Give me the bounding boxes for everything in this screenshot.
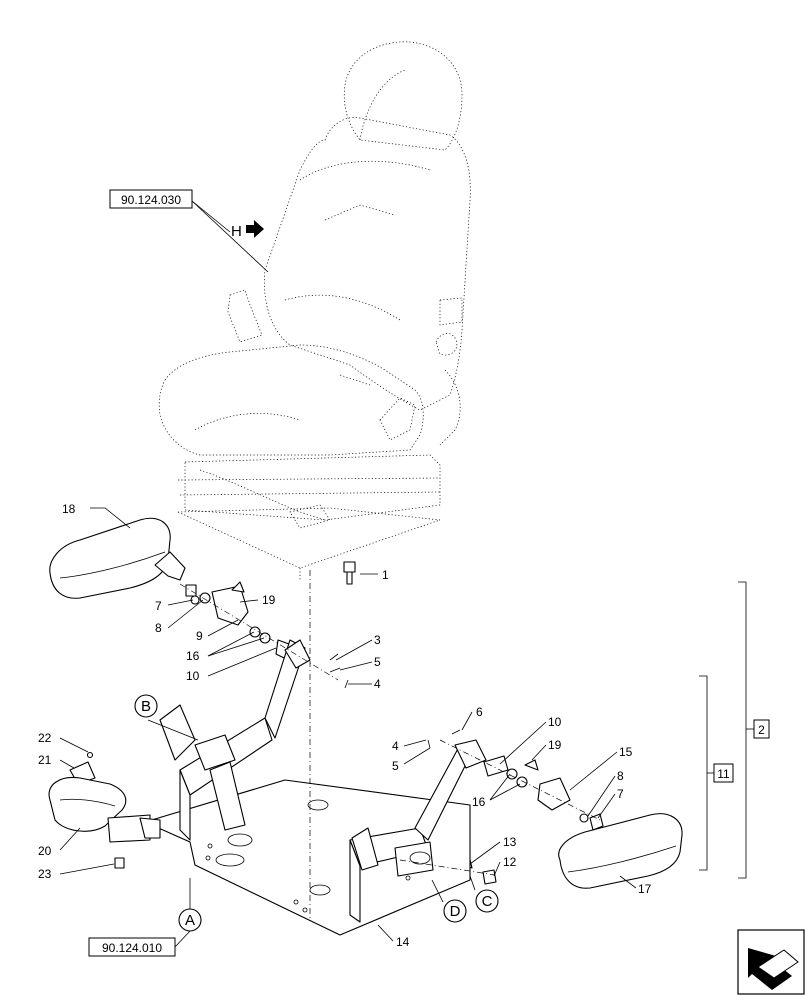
callout-8b: 8 <box>617 769 624 783</box>
callout-9: 9 <box>196 629 203 643</box>
callout-14: 14 <box>396 935 410 949</box>
callout-13: 13 <box>503 835 517 849</box>
circle-marker-c-label: C <box>482 893 493 910</box>
seat-frame <box>144 639 487 936</box>
callout-4b: 4 <box>392 739 399 753</box>
centerline-bottom <box>399 859 496 876</box>
view-arrow-icon <box>246 220 264 238</box>
callout-1: 1 <box>382 568 389 582</box>
callout-20: 20 <box>38 844 52 858</box>
callout-23: 23 <box>38 867 52 881</box>
centerline-left <box>179 583 339 681</box>
callout-21: 21 <box>38 753 52 767</box>
callout-8a: 8 <box>155 621 162 635</box>
callout-17: 17 <box>638 882 652 896</box>
group-label-inner: 11 <box>717 767 730 781</box>
callout-16a: 16 <box>186 649 200 663</box>
armrest-left <box>49 517 197 599</box>
circle-marker-a-label: A <box>185 912 195 929</box>
circle-marker-d[interactable]: D <box>443 899 467 923</box>
armrest-right <box>558 813 683 889</box>
circle-marker-b-label: B <box>141 698 151 715</box>
seat-reference[interactable]: 90.124.030 <box>109 189 193 209</box>
callout-12: 12 <box>503 855 517 869</box>
callout-10b: 10 <box>548 715 562 729</box>
callout-5a: 5 <box>374 655 381 669</box>
circle-marker-d-label: D <box>450 903 461 920</box>
circle-marker-b[interactable]: B <box>134 694 158 718</box>
callout-3: 3 <box>374 633 381 647</box>
group-bracket-inner: 11 <box>699 675 734 871</box>
callout-19a: 19 <box>262 593 276 607</box>
seat-reference-label: 90.124.030 <box>121 193 181 207</box>
group-bracket-outer: 2 <box>738 581 770 879</box>
callout-18: 18 <box>62 502 76 516</box>
callout-5b: 5 <box>392 759 399 773</box>
group-label-outer: 2 <box>758 723 765 737</box>
circle-marker-c[interactable]: C <box>475 889 499 913</box>
frame-reference[interactable]: 90.124.010 <box>88 937 176 957</box>
callout-7b: 7 <box>617 787 624 801</box>
callout-15: 15 <box>619 745 633 759</box>
callout-7a: 7 <box>155 599 162 613</box>
centerline-right <box>439 739 601 821</box>
callout-10a: 10 <box>186 669 200 683</box>
leader-lines <box>59 507 637 942</box>
view-marker-label: H <box>231 223 242 240</box>
view-marker: H <box>231 220 264 240</box>
control-handle <box>48 776 161 843</box>
callout-6: 6 <box>476 705 483 719</box>
seat-illustration <box>158 41 471 580</box>
callout-16b: 16 <box>472 795 486 809</box>
frame-reference-label: 90.124.010 <box>102 941 162 955</box>
callout-19b: 19 <box>548 738 562 752</box>
navigation-arrow-icon[interactable] <box>737 929 805 995</box>
callout-22: 22 <box>38 731 52 745</box>
callout-labels: 18 1 7 8 9 19 16 10 3 5 4 4 5 6 10 19 15… <box>38 502 652 949</box>
callout-4a: 4 <box>374 677 381 691</box>
circle-marker-a[interactable]: A <box>178 908 202 932</box>
